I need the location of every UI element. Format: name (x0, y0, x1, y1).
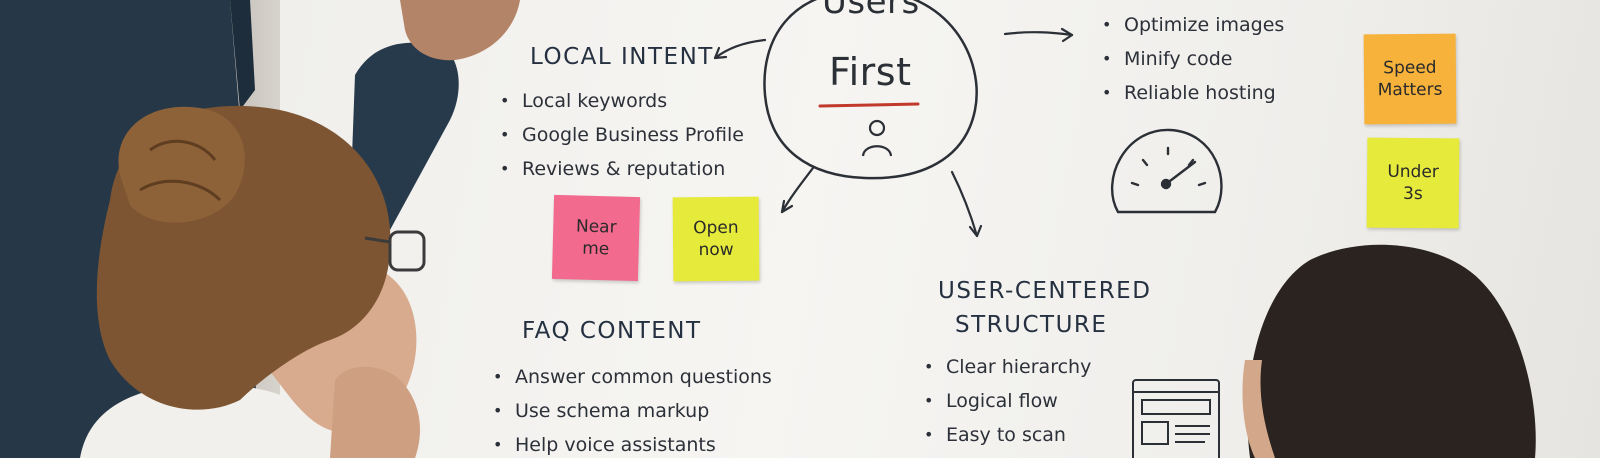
list-item: Easy to scan (924, 418, 1091, 452)
arrow-to-local-intent (713, 38, 767, 60)
center-circle (763, 0, 978, 180)
local-intent-list: Local keywords Google Business Profile R… (500, 84, 744, 186)
list-item: Local keywords (500, 84, 744, 118)
first-underline (818, 102, 920, 108)
speedometer-icon (1111, 128, 1223, 214)
user-icon (861, 119, 893, 157)
faq-heading: FAQ CONTENT (522, 318, 702, 344)
seated-person-left (80, 105, 426, 458)
list-item: Use schema markup (493, 394, 772, 428)
list-item: Answer common questions (493, 360, 772, 394)
center-title-line2: First (829, 50, 912, 94)
seated-person-right (1242, 244, 1536, 458)
faq-list: Answer common questions Use schema marku… (493, 360, 772, 458)
list-item: Optimize images (1102, 8, 1284, 42)
list-item: Minify code (1102, 42, 1284, 76)
list-item: Clear hierarchy (924, 350, 1091, 384)
local-intent-heading: LOCAL INTENT (530, 44, 714, 70)
list-item: Reviews & reputation (500, 152, 744, 186)
list-item: Reliable hosting (1102, 76, 1284, 110)
list-item: Help voice assistants (493, 428, 772, 458)
structure-heading-line2: STRUCTURE (955, 312, 1108, 338)
wireframe-icon (1132, 379, 1220, 458)
center-title-line1: Users (822, 0, 920, 22)
speed-list: Optimize images Minify code Reliable hos… (1102, 8, 1284, 110)
structure-heading-line1: USER-CENTERED (938, 278, 1152, 304)
arrow-to-faq (780, 166, 815, 214)
arrow-to-speed (1003, 27, 1074, 43)
arrow-to-structure (950, 170, 983, 238)
list-item: Google Business Profile (500, 118, 744, 152)
structure-list: Clear hierarchy Logical flow Easy to sca… (924, 350, 1091, 452)
list-item: Logical flow (924, 384, 1091, 418)
